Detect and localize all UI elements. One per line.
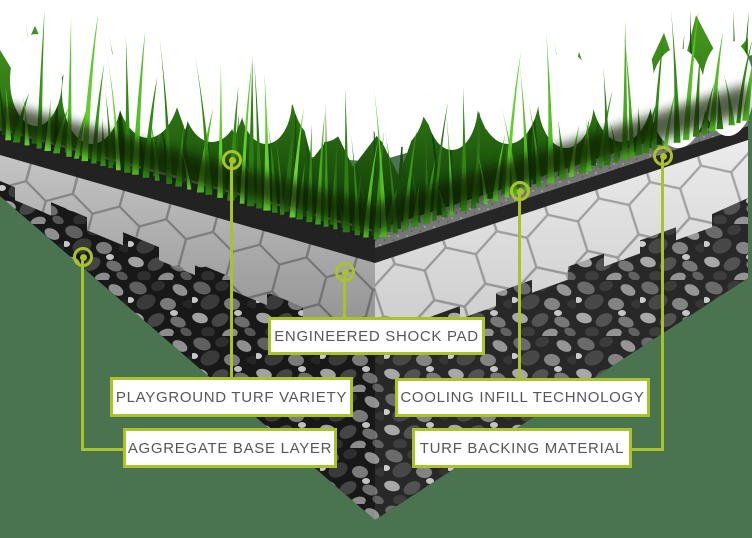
connector-backing-horizontal: [629, 448, 664, 451]
callout-engineered-shock-pad: ENGINEERED SHOCK PAD: [268, 317, 485, 355]
callout-label: PLAYGROUND TURF VARIETY: [115, 388, 348, 406]
connector-cooling-infill: [518, 191, 521, 381]
callout-label: AGGREGATE BASE LAYER: [127, 439, 333, 457]
callout-label: ENGINEERED SHOCK PAD: [274, 327, 479, 345]
marker-dot-icon: [79, 253, 87, 261]
marker-engineered-shock-pad: [335, 262, 355, 282]
callout-label: TURF BACKING MATERIAL: [419, 439, 625, 457]
marker-dot-icon: [341, 268, 349, 276]
marker-aggregate-base-layer: [73, 247, 93, 267]
callout-cooling-infill-technology: COOLING INFILL TECHNOLOGY: [395, 378, 650, 417]
marker-dot-icon: [659, 152, 667, 160]
connector-aggregate-horizontal: [81, 448, 126, 451]
callout-aggregate-base-layer: AGGREGATE BASE LAYER: [123, 428, 337, 468]
connector-shock-pad: [343, 272, 346, 320]
connector-aggregate-vertical: [81, 257, 84, 451]
callout-turf-backing-material: TURF BACKING MATERIAL: [412, 428, 632, 468]
marker-dot-icon: [516, 187, 524, 195]
connector-playground-turf: [230, 160, 233, 377]
marker-playground-turf-variety: [222, 150, 242, 170]
marker-turf-backing-material: [653, 146, 673, 166]
callout-label: COOLING INFILL TECHNOLOGY: [400, 389, 645, 406]
connector-backing-vertical: [661, 156, 664, 451]
marker-dot-icon: [228, 156, 236, 164]
callout-playground-turf-variety: PLAYGROUND TURF VARIETY: [110, 377, 353, 417]
marker-cooling-infill-technology: [510, 181, 530, 201]
